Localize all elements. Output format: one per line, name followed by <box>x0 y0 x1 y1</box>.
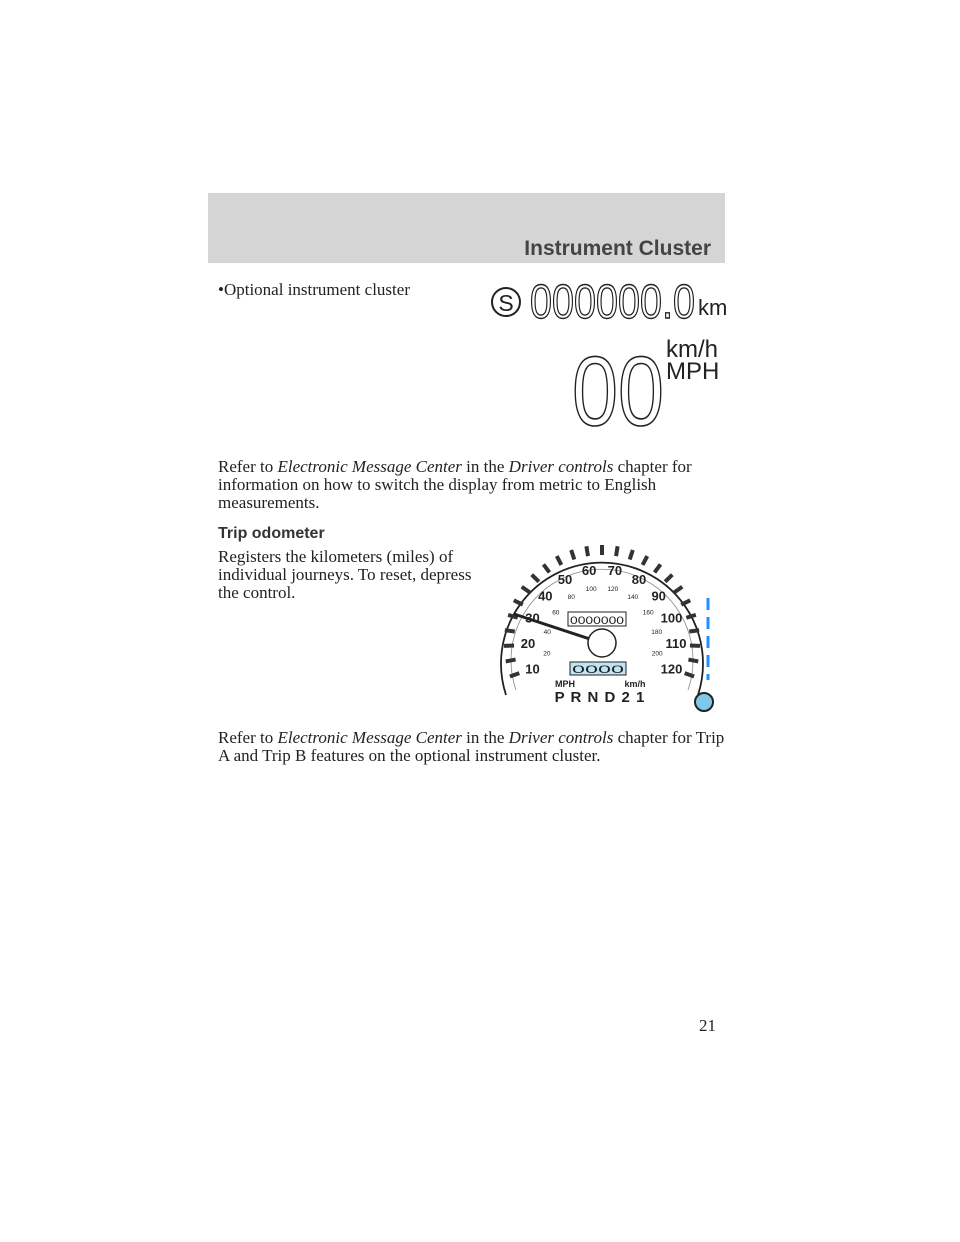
speedometer-tick <box>640 555 650 566</box>
kmh-scale-label: 200 <box>652 651 663 658</box>
page-title: Instrument Cluster <box>524 237 711 260</box>
needle-hub <box>587 628 617 658</box>
mph-scale-label: 60 <box>582 563 596 578</box>
bullet-text: Optional instrument cluster <box>223 280 410 299</box>
odometer-window <box>567 611 627 627</box>
bullet-item: •Optional instrument cluster <box>218 281 410 299</box>
para1-text: chapter for information on how to switch… <box>218 457 692 512</box>
mph-scale-label: 40 <box>538 588 552 603</box>
speedometer-tick <box>530 573 541 584</box>
odometer-reading: 000000.0 <box>530 276 695 329</box>
para3-text: Refer to <box>218 728 278 747</box>
kmh-scale-label: 120 <box>607 586 618 593</box>
mph-scale-label: 50 <box>558 572 572 587</box>
kmh-scale-label: 40 <box>544 629 552 636</box>
speedometer-tick <box>688 628 700 634</box>
trip-window <box>569 661 627 676</box>
speedometer-tick <box>614 545 620 557</box>
trip-reset-button[interactable] <box>694 692 714 712</box>
para1-ref-message-center: Electronic Message Center <box>277 457 462 476</box>
speedometer-inner-arc <box>510 568 694 691</box>
speedometer-outer-arc <box>500 561 704 696</box>
mph-scale-label: 110 <box>666 636 687 651</box>
s-indicator-circle <box>491 287 521 317</box>
kmh-scale-label: 140 <box>627 594 638 601</box>
gear-indicator: P R N D 2 1 <box>555 689 646 706</box>
bullet-symbol: • <box>218 280 224 299</box>
speedometer-tick <box>688 657 699 664</box>
kmh-scale-label: 80 <box>568 594 576 601</box>
speedometer-tick <box>505 657 516 664</box>
speedometer-tick <box>685 612 697 620</box>
speedometer-tick <box>512 598 524 607</box>
speedometer-tick <box>663 573 674 584</box>
speedometer-needle <box>513 612 603 645</box>
mph-scale-label: 120 <box>661 661 683 676</box>
kmh-scale-label: 20 <box>543 651 551 658</box>
speedometer-tick <box>541 563 552 574</box>
speedometer-tick <box>554 555 564 566</box>
kmh-scale-label: 160 <box>643 609 654 616</box>
para1-ref-driver-controls: Driver controls <box>508 457 614 476</box>
para1-text: in the <box>461 457 509 476</box>
paragraph-trip-odometer: Registers the kilometers (miles) of indi… <box>218 547 472 602</box>
kmh-scale-label: 180 <box>651 629 662 636</box>
mph-scale-label: 80 <box>632 572 646 587</box>
speedometer-tick <box>507 612 519 620</box>
paragraph-metric-english: Refer to Electronic Message Center in th… <box>218 458 728 512</box>
page-number: 21 <box>699 1016 716 1035</box>
trip-odometer-heading: Trip odometer <box>218 525 325 542</box>
mph-scale-label: 20 <box>521 636 535 651</box>
speedometer-tick-marks <box>503 545 701 679</box>
speed-unit-english: MPH <box>666 358 719 385</box>
kmh-unit-label: km/h <box>624 679 645 689</box>
speedometer-tick <box>504 628 516 634</box>
speedometer-tick <box>627 549 635 561</box>
header-band: Instrument Cluster <box>208 193 725 263</box>
para3-ref-driver-controls: Driver controls <box>508 728 614 747</box>
odometer-digits: 0000000 <box>570 615 624 627</box>
para3-text: chapter for Trip A and Trip B features o… <box>218 728 725 765</box>
speedometer-tick <box>509 671 520 679</box>
paragraph-trip-features: Refer to Electronic Message Center in th… <box>218 729 728 765</box>
para3-text: in the <box>461 728 509 747</box>
speed-unit-metric: km/h <box>666 336 718 363</box>
s-indicator-label: S <box>498 290 513 316</box>
kmh-scale-label: 60 <box>552 609 560 616</box>
speedometer-tick <box>584 545 590 557</box>
digital-display-figure: S 000000.0 km 00 km/h MPH <box>491 275 727 435</box>
trip-digits: 0000 <box>572 664 624 676</box>
mph-unit-label: MPH <box>555 679 575 689</box>
para3-ref-message-center: Electronic Message Center <box>277 728 462 747</box>
speedometer-tick <box>652 563 663 574</box>
mph-scale-label: 90 <box>651 588 665 603</box>
mph-scale-label: 10 <box>525 661 539 676</box>
odometer-unit: km <box>698 295 727 320</box>
speedometer-tick <box>672 585 684 595</box>
mph-scale-label: 70 <box>608 563 622 578</box>
kmh-scale-label: 100 <box>586 586 597 593</box>
para1-text: Refer to <box>218 457 278 476</box>
speedometer-tick <box>680 598 692 607</box>
speedometer-tick <box>684 671 695 679</box>
speed-reading: 00 <box>572 336 664 435</box>
kmh-scale: 20 40 60 80 100 120 140 160 180 200 <box>543 586 663 658</box>
mph-scale-label: 100 <box>661 611 683 626</box>
speedometer-tick <box>520 585 532 595</box>
speedometer-tick <box>569 549 577 561</box>
